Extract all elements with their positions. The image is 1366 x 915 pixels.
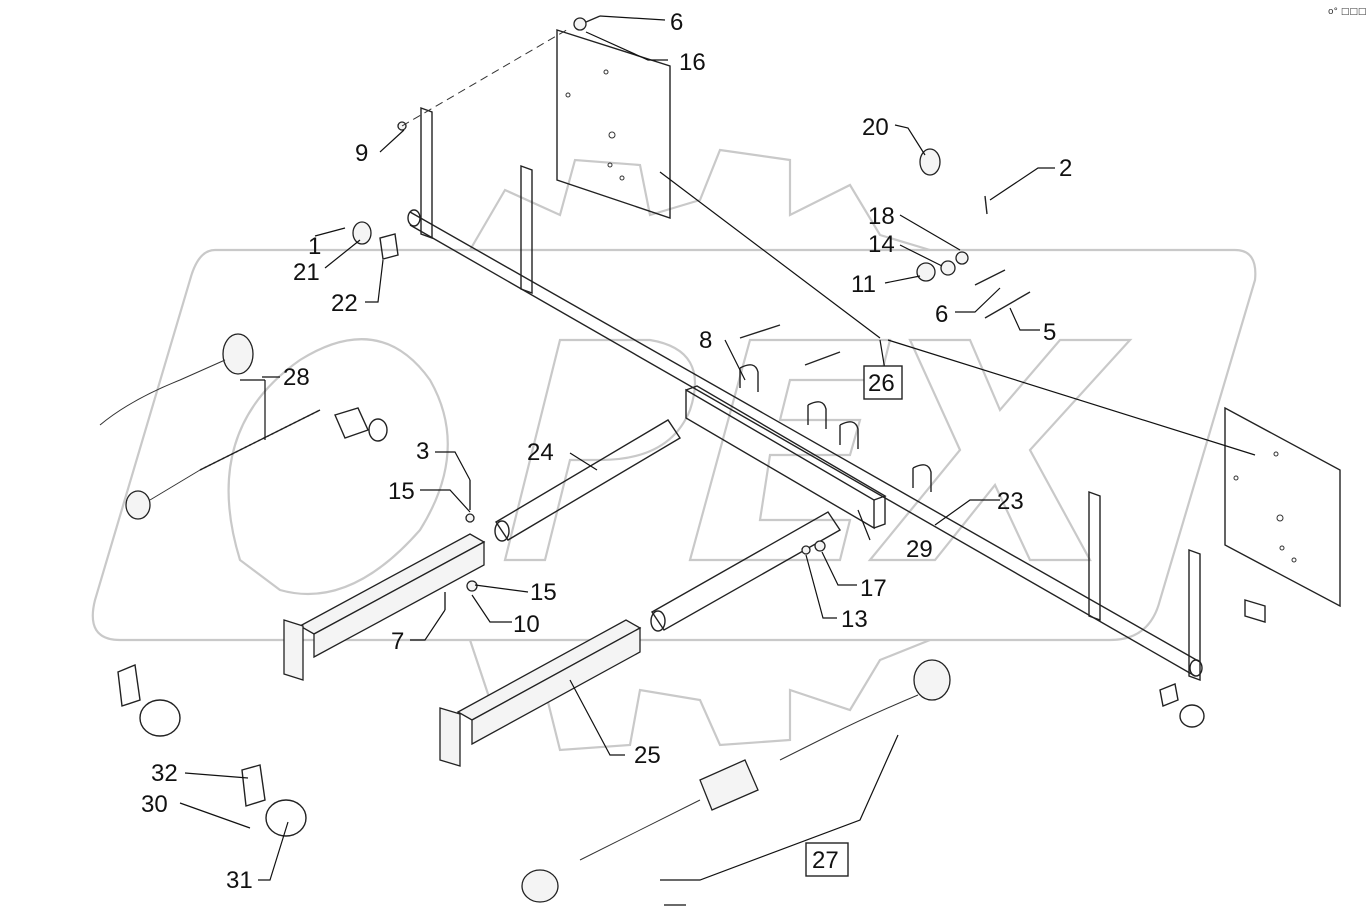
callout-7: 7 xyxy=(391,628,404,655)
callout-10: 10 xyxy=(513,611,540,638)
callout-13: 13 xyxy=(841,606,868,633)
left-rear-post xyxy=(420,107,533,294)
corner-mark: o° □□□ xyxy=(1328,7,1366,17)
lamp-plate-left xyxy=(556,29,671,219)
clamp-flat-bar xyxy=(685,385,887,530)
callout-14: 14 xyxy=(868,231,895,258)
callout-32: 32 xyxy=(151,760,178,787)
callout-9: 9 xyxy=(355,140,368,167)
callout-25: 25 xyxy=(634,742,661,769)
lamp-plate-right xyxy=(1224,406,1341,608)
callout-22: 22 xyxy=(331,290,358,317)
reflector-assembly xyxy=(117,664,1205,837)
extension-tube-upper xyxy=(494,419,681,542)
extension-tube-lower xyxy=(650,511,841,632)
callout-17: 17 xyxy=(860,575,887,602)
callout-box-27 xyxy=(805,842,849,877)
fasteners xyxy=(352,15,1266,623)
callout-5: 5 xyxy=(1043,319,1056,346)
callout-6-top: 6 xyxy=(670,9,683,36)
right-rear-post xyxy=(1088,491,1201,681)
main-tube-bar xyxy=(407,209,1203,677)
callout-18: 18 xyxy=(868,203,895,230)
callout-20: 20 xyxy=(862,114,889,141)
callout-15-upper: 15 xyxy=(388,478,415,505)
trailer-cable-harness xyxy=(521,659,951,903)
callout-6-right: 6 xyxy=(935,301,948,328)
u-bolts xyxy=(739,364,932,492)
leader-lines xyxy=(179,15,1256,906)
callout-31: 31 xyxy=(226,867,253,894)
callout-21: 21 xyxy=(293,259,320,286)
callout-1: 1 xyxy=(308,233,321,260)
callout-box-26 xyxy=(863,365,903,400)
callout-23: 23 xyxy=(997,488,1024,515)
callout-11: 11 xyxy=(851,271,876,298)
callout-29: 29 xyxy=(906,536,933,563)
callout-30: 30 xyxy=(141,791,168,818)
callout-2: 2 xyxy=(1059,155,1072,182)
square-beam-lower xyxy=(439,619,642,767)
wiring-harness-coil xyxy=(99,333,388,520)
callout-24: 24 xyxy=(527,439,554,466)
callout-26: 26 xyxy=(868,370,895,397)
callout-28: 28 xyxy=(283,364,310,391)
callout-16: 16 xyxy=(679,49,706,76)
callout-3: 3 xyxy=(416,438,429,465)
square-beam-left xyxy=(283,533,486,681)
callout-15-lower: 15 xyxy=(530,579,557,606)
callout-27: 27 xyxy=(812,847,839,874)
callout-8: 8 xyxy=(699,327,712,354)
callout-labels: 1 2 3 5 6 6 7 8 9 10 11 13 14 15 15 16 1… xyxy=(141,9,1072,894)
watermark-logo xyxy=(91,148,1257,752)
